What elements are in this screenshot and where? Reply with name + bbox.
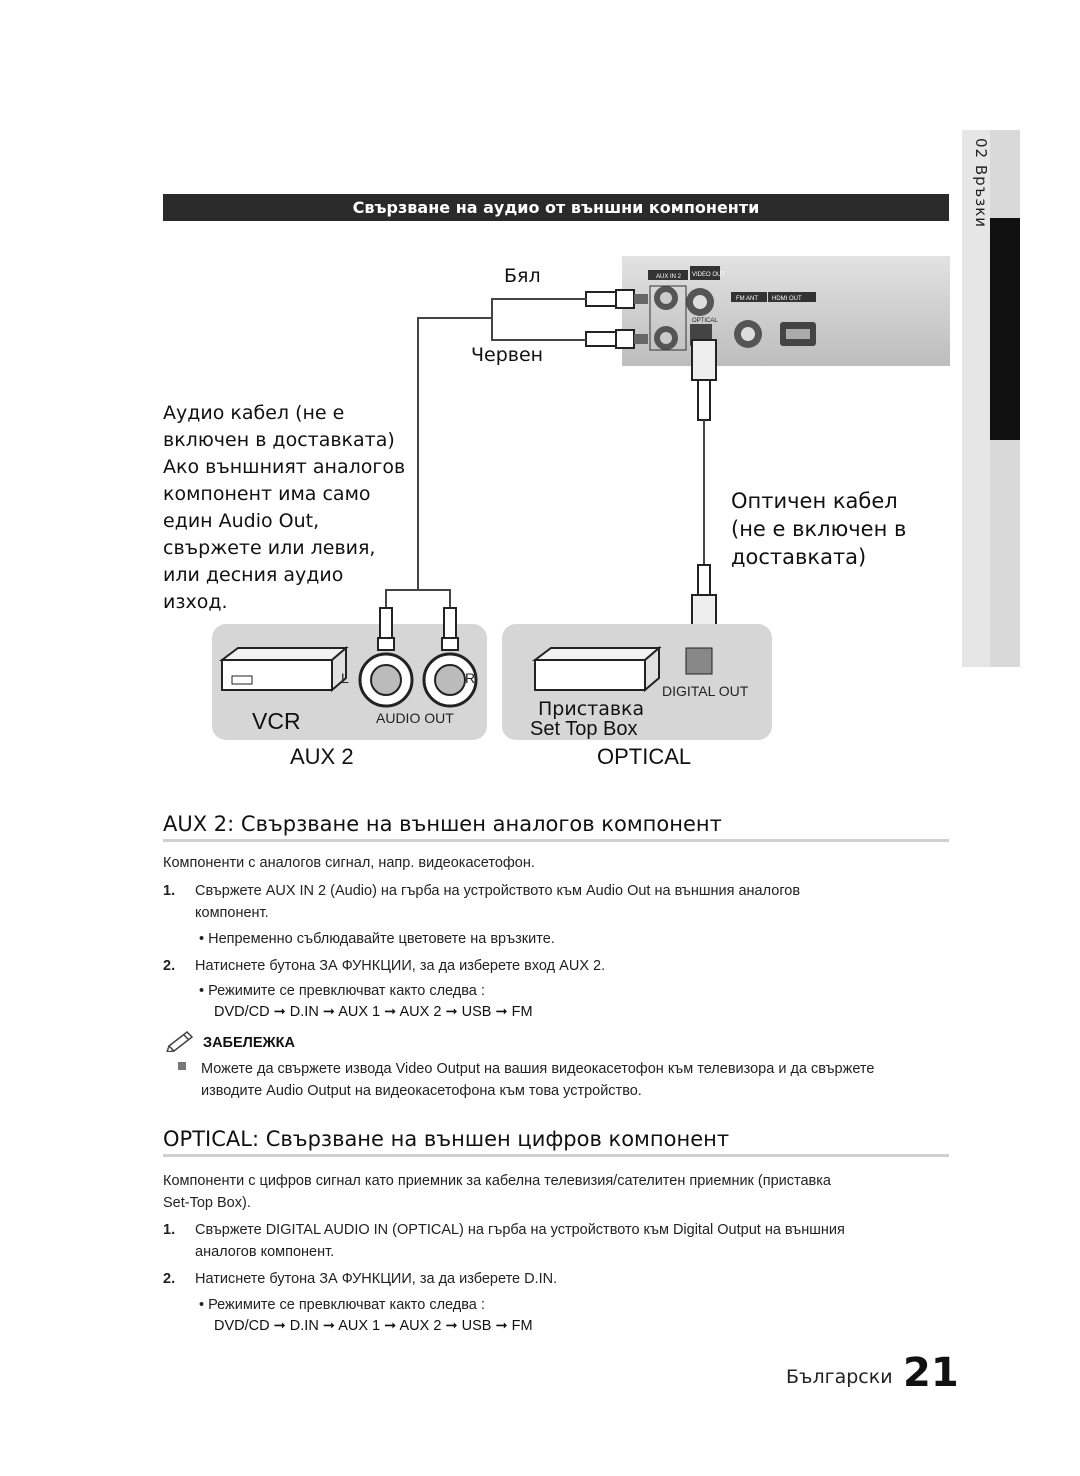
- optical-cable-description: Оптичен кабел (не е включен в доставката…: [731, 487, 931, 571]
- aux2-intro: Компоненти с аналогов сигнал, напр. виде…: [163, 855, 535, 871]
- video-out-label: VIDEO OUT: [692, 272, 725, 278]
- set-top-box-device-panel: [502, 624, 772, 740]
- optical-caption: OPTICAL: [597, 744, 692, 769]
- optical-bullet: • Режимите се превключват както следва :: [199, 1294, 485, 1316]
- chapter-tab-label: 02 Връзки: [972, 138, 990, 229]
- aux2-section-heading: AUX 2: Свързване на външен аналогов комп…: [163, 812, 949, 842]
- step-text: .: [601, 958, 606, 974]
- optical-panel-label: OPTICAL: [692, 318, 718, 324]
- audio-cable-note: Ако външният аналогов компонент има само…: [163, 456, 406, 613]
- step-text-emphasis: D.IN: [524, 1271, 554, 1287]
- red-cable-label: Червен: [471, 344, 544, 366]
- note-bullet-icon: [178, 1062, 186, 1070]
- rca-plug-right: [422, 607, 478, 708]
- bullet-icon: •: [199, 983, 205, 999]
- step-text-emphasis: DIGITAL AUDIO IN (OPTICAL): [265, 1222, 464, 1238]
- rca-plug-left: [358, 607, 414, 708]
- aux2-mode-sequence: DVD/CD ➞ D.IN ➞ AUX 1 ➞ AUX 2 ➞ USB ➞ FM: [214, 1004, 533, 1020]
- set-top-box-label-en: Set Top Box: [530, 718, 638, 740]
- audio-cable-title: Аудио кабел: [163, 402, 290, 424]
- step-number: 2.: [163, 1271, 176, 1287]
- step-text-emphasis: AUX IN 2: [265, 883, 327, 899]
- aux2-caption: AUX 2: [290, 744, 354, 769]
- step-text: , за да изберете: [411, 1271, 525, 1287]
- chapter-side-tab: [962, 130, 1020, 667]
- optical-cable-note: (не е включен в доставката): [731, 517, 907, 569]
- step-text: .: [553, 1271, 558, 1287]
- right-channel-label: R: [465, 670, 476, 686]
- step-text: Натиснете бутона: [195, 958, 320, 974]
- bullet-icon: •: [199, 1297, 205, 1313]
- optical-mode-sequence: DVD/CD ➞ D.IN ➞ AUX 1 ➞ AUX 2 ➞ USB ➞ FM: [214, 1318, 533, 1334]
- optical-cable-title: Оптичен кабел: [731, 489, 898, 513]
- bullet-text: Режимите се превключват както следва :: [208, 983, 485, 999]
- step-text: Свържете: [195, 883, 266, 899]
- bullet-icon: •: [199, 931, 205, 947]
- intro-line: Компоненти с цифров сигнал като приемник…: [163, 1173, 831, 1189]
- optical-step-2: 2. Натиснете бутона ЗА ФУНКЦИИ, за да из…: [163, 1268, 953, 1290]
- optical-plug-bottom: [691, 564, 717, 634]
- side-tab-light-strip: [962, 130, 990, 667]
- optical-intro: Компоненти с цифров сигнал като приемник…: [163, 1170, 953, 1214]
- vcr-device-panel: [212, 624, 487, 740]
- side-tab-active-marker: [990, 218, 1020, 440]
- aux2-step-2: 2. Натиснете бутона ЗА ФУНКЦИИ, за да из…: [163, 955, 953, 977]
- rca-plug-white: [585, 289, 648, 309]
- step-text: аналогов компонент.: [195, 1244, 335, 1260]
- step-text: компонент.: [195, 905, 269, 921]
- aux-in-2-label: AUX IN 2: [656, 274, 682, 280]
- step-text-emphasis: AUX 2: [559, 958, 602, 974]
- note-pencil-icon: [166, 1031, 194, 1052]
- audio-cable-not-included: (не е включен в доставката): [163, 402, 395, 451]
- digital-out-label: DIGITAL OUT: [662, 683, 749, 699]
- note-line: изводите Audio Output на видеокасетофона…: [201, 1083, 642, 1099]
- note-title: ЗАБЕЛЕЖКА: [203, 1035, 295, 1051]
- optical-section-heading: OPTICAL: Свързване на външен цифров комп…: [163, 1127, 949, 1157]
- aux2-bullet-2: • Режимите се превключват както следва :: [199, 980, 485, 1002]
- bullet-text: Режимите се превключват както следва :: [208, 1297, 485, 1313]
- page-number: 21: [903, 1350, 959, 1396]
- optical-step-1: 1. Свържете DIGITAL AUDIO IN (OPTICAL) н…: [163, 1219, 953, 1263]
- optical-plug-top: [691, 339, 717, 421]
- step-text: , за да изберете вход: [411, 958, 560, 974]
- note-line: Можете да свържете извода Video Output н…: [201, 1061, 875, 1077]
- section-title-bar: Свързване на аудио от външни компоненти: [163, 194, 949, 221]
- step-number: 1.: [163, 1222, 176, 1238]
- footer-language: Български: [786, 1366, 893, 1388]
- fm-ant-label: FM ANT: [736, 296, 758, 302]
- set-top-box-label-bg: Приставка: [538, 698, 645, 720]
- white-cable-label: Бял: [504, 265, 541, 287]
- left-channel-label: L: [341, 670, 349, 686]
- bullet-text: Непременно съблюдавайте цветовете на връ…: [208, 931, 555, 947]
- step-text: на гърба на устройството към Digital Out…: [463, 1222, 845, 1238]
- rear-panel-illustration: [622, 256, 950, 366]
- note-text: Можете да свържете извода Video Output н…: [178, 1058, 948, 1102]
- vcr-label: VCR: [252, 708, 301, 734]
- audio-cable-description: Аудио кабел (не е включен в доставката) …: [163, 400, 413, 616]
- step-text: (Audio) на гърба на устройството към Aud…: [326, 883, 801, 899]
- hdmi-out-label: HDMI OUT: [772, 296, 802, 302]
- step-text-emphasis: ЗА ФУНКЦИИ: [319, 958, 412, 974]
- step-text: Свържете: [195, 1222, 266, 1238]
- audio-out-label: AUDIO OUT: [376, 710, 454, 726]
- step-text: Натиснете бутона: [195, 1271, 320, 1287]
- step-text-emphasis: ЗА ФУНКЦИИ: [319, 1271, 412, 1287]
- connection-diagram: AUX IN 2 VIDEO OUT OPTICAL FM ANT HDMI O…: [212, 256, 950, 740]
- aux2-bullet-1: • Непременно съблюдавайте цветовете на в…: [199, 928, 555, 950]
- intro-line: Set-Top Box).: [163, 1195, 251, 1211]
- aux2-step-1: 1. Свържете AUX IN 2 (Audio) на гърба на…: [163, 880, 953, 924]
- step-number: 2.: [163, 958, 176, 974]
- step-number: 1.: [163, 883, 176, 899]
